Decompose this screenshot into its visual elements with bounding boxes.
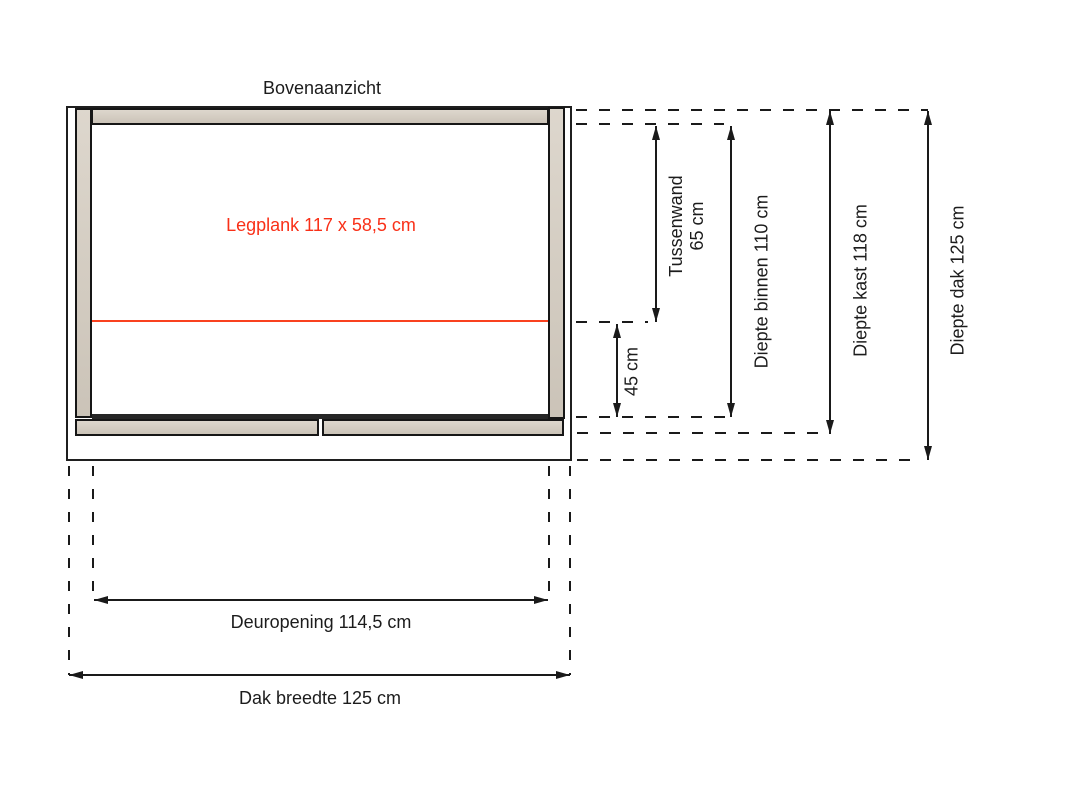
extension-line-roof-right (569, 466, 571, 675)
extension-line-roof-left (68, 466, 70, 675)
drawing-title: Bovenaanzicht (262, 78, 382, 98)
extension-line-roof-top (576, 109, 928, 111)
left-wall-plank (75, 108, 92, 418)
extension-line-roof-bottom (577, 459, 911, 461)
label-diepte-kast: Diepte kast 118 cm (850, 204, 871, 357)
label-tussenwand: Tussenwand 65 cm (666, 166, 708, 286)
right-wall-plank (548, 107, 565, 419)
dimension-arrow-diepte-kast (826, 111, 834, 434)
label-deuropening: Deuropening 114,5 cm (230, 612, 412, 632)
dimension-arrow-diepte-binnen (727, 126, 735, 417)
dimension-arrow-45cm (613, 324, 621, 417)
label-diepte-dak: Diepte dak 125 cm (947, 205, 968, 356)
shelf-label: Legplank 117 x 58,5 cm (226, 215, 416, 235)
dimension-arrow-deuropening (94, 596, 548, 604)
extension-line-opening-right (548, 466, 550, 600)
back-wall-plank (91, 108, 549, 125)
front-plank-right-door (322, 419, 564, 436)
extension-line-inner-top (576, 123, 724, 125)
front-plank-left-door (75, 419, 319, 436)
dimension-arrow-diepte-dak (924, 111, 932, 460)
extension-line-shelf (576, 321, 648, 323)
extension-line-cabinet-bottom (577, 432, 825, 434)
extension-line-inner-bottom (576, 416, 726, 418)
label-dak-breedte: Dak breedte 125 cm (238, 688, 402, 708)
extension-line-opening-left (92, 466, 94, 600)
label-diepte-binnen: Diepte binnen 110 cm (751, 194, 772, 369)
label-tussenwand-line1: Tussenwand (666, 175, 686, 277)
dimension-arrow-tussenwand (652, 126, 660, 322)
front-inner-edge (92, 414, 548, 419)
shelf-line (92, 320, 548, 322)
roof-outline (66, 106, 572, 461)
label-45cm: 45 cm (621, 346, 642, 397)
label-tussenwand-line2: 65 cm (687, 201, 707, 251)
dimension-arrow-dak-breedte (69, 671, 570, 679)
